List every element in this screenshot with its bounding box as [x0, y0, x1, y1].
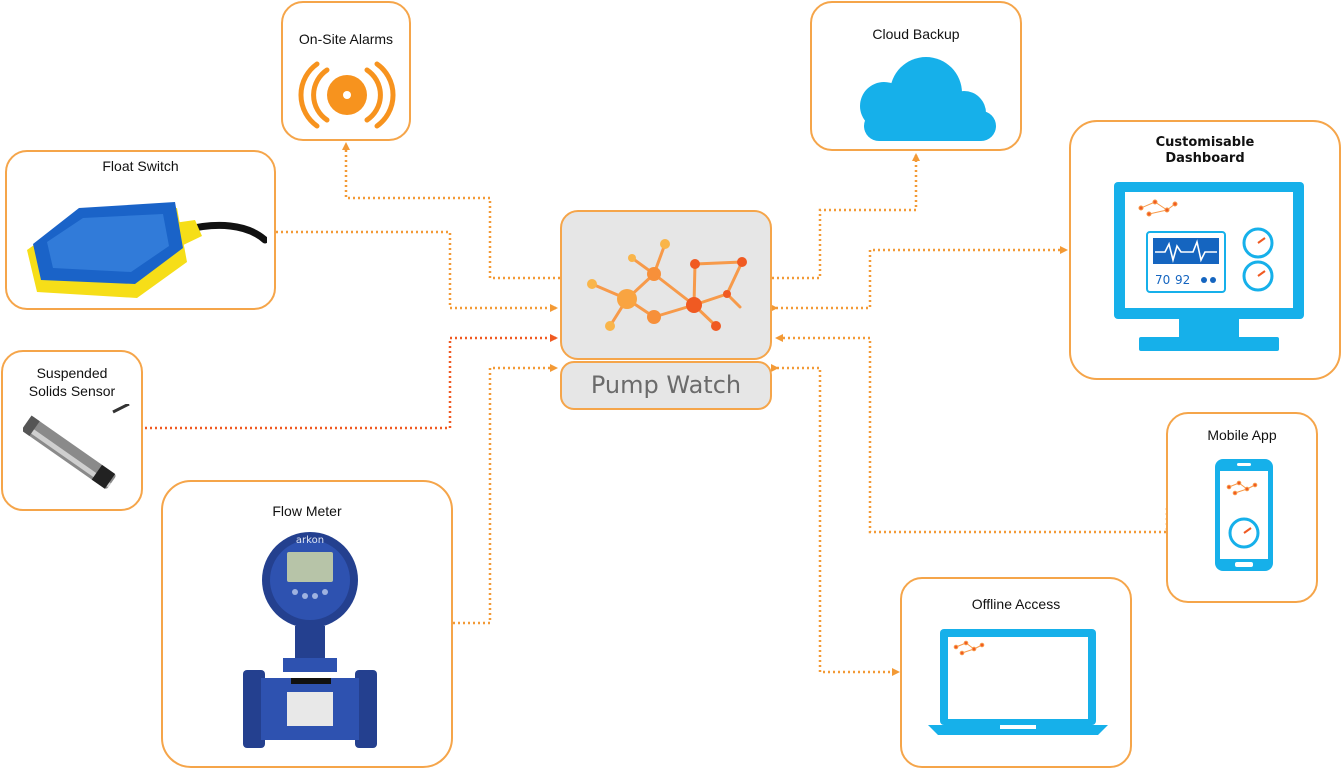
flow-meter-connector — [453, 364, 558, 625]
mobile-app-card: Mobile App — [1166, 412, 1318, 603]
solids-sensor-connector — [145, 334, 558, 430]
flow-meter-title: Flow Meter — [272, 503, 342, 519]
offline-connector — [771, 364, 900, 676]
flow-meter-brand: arkon — [296, 535, 324, 546]
offline-access-title: Offline Access — [971, 596, 1061, 612]
cloud-backup-title: Cloud Backup — [872, 26, 960, 42]
alarms-connector — [342, 142, 560, 280]
dashboard-title-line1: Customisable — [1155, 135, 1255, 150]
pump-watch-hub — [560, 210, 772, 360]
mobile-phone-icon — [1215, 459, 1273, 571]
mobile-app-title: Mobile App — [1207, 427, 1277, 443]
suspended-solids-sensor-card: Suspended Solids Sensor — [1, 350, 143, 511]
alarm-icon — [298, 61, 396, 129]
dashboard-title-line2: Dashboard — [1165, 151, 1245, 166]
network-logo-icon — [587, 239, 747, 331]
cloud-icon — [860, 57, 996, 141]
on-site-alarms-title: On-Site Alarms — [298, 31, 394, 47]
dashboard-card: Customisable Dashboard 70 92 — [1069, 120, 1341, 380]
readout-value-1: 70 — [1155, 273, 1170, 287]
float-switch-title: Float Switch — [102, 158, 179, 174]
cloud-backup-card: Cloud Backup — [810, 1, 1022, 151]
suspended-solids-title-line1: Suspended — [36, 365, 108, 381]
laptop-icon — [928, 629, 1108, 735]
flow-meter-card: Flow Meter arkon — [161, 480, 453, 768]
probe-sensor-image — [23, 404, 130, 489]
cloud-connector — [772, 153, 920, 280]
float-switch-image — [27, 202, 267, 298]
on-site-alarms-card: On-Site Alarms — [281, 1, 411, 141]
float-switch-connector — [276, 230, 558, 312]
readout-value-2: 92 — [1175, 273, 1190, 287]
suspended-solids-title-line2: Solids Sensor — [28, 383, 116, 399]
float-switch-card: Float Switch — [5, 150, 276, 310]
offline-access-card: Offline Access — [900, 577, 1132, 768]
monitor-icon: 70 92 — [1114, 182, 1304, 351]
dashboard-connector — [770, 246, 1068, 312]
flow-meter-image: arkon — [243, 532, 377, 748]
hub-label: Pump Watch — [560, 361, 772, 410]
